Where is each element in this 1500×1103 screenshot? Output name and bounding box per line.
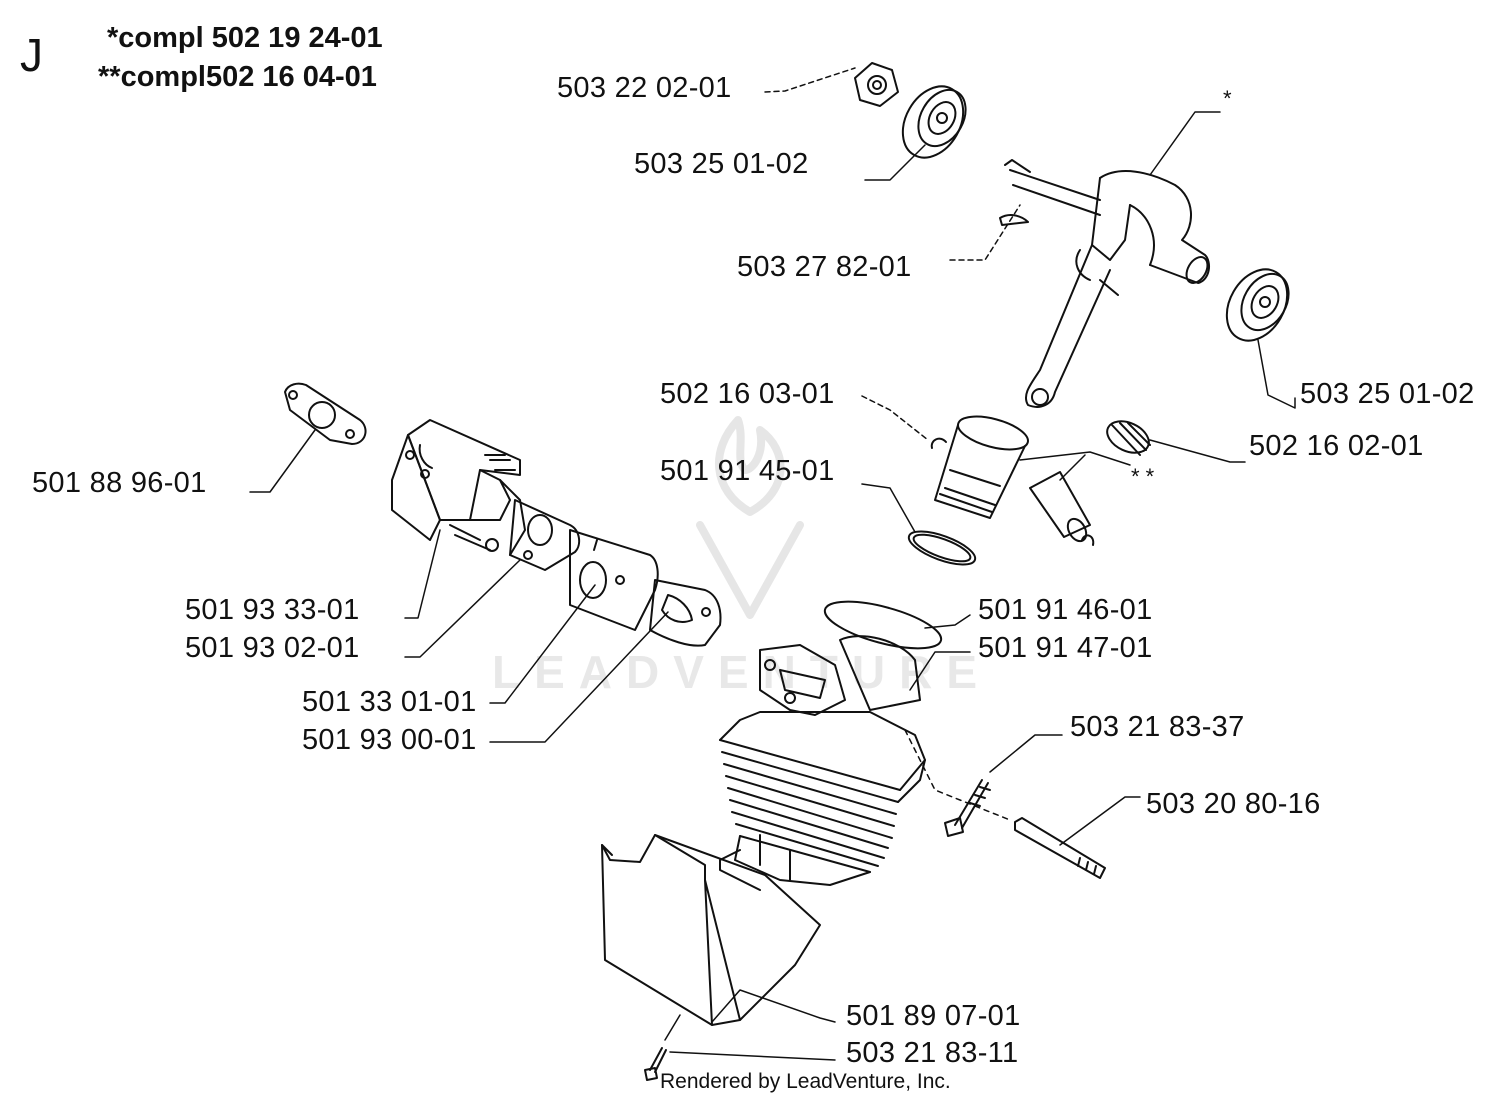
leader-lines xyxy=(249,67,1296,1061)
piston-kit-star-marker: * * xyxy=(1131,464,1155,489)
cylinder-gasket-icon xyxy=(823,600,943,650)
part-label[interactable]: 503 25 01-02 xyxy=(634,148,809,180)
part-label[interactable]: 503 21 83-11 xyxy=(846,1037,1019,1069)
part-label[interactable]: 503 27 82-01 xyxy=(737,251,912,283)
part-label[interactable]: 501 89 07-01 xyxy=(846,1000,1021,1032)
insulator-plate-icon xyxy=(569,529,659,631)
woodruff-key-icon xyxy=(999,214,1029,226)
part-label[interactable]: 501 88 96-01 xyxy=(32,467,207,499)
piston-icon xyxy=(934,415,1029,519)
carb-gasket-icon xyxy=(509,499,581,571)
bearing-right-icon xyxy=(1225,268,1290,342)
stud-bolt-icon xyxy=(1014,817,1106,879)
crankshaft-star-marker: * xyxy=(1223,86,1232,111)
carburetor-icon xyxy=(391,419,526,556)
part-label[interactable]: 502 16 03-01 xyxy=(660,378,835,410)
circlip-bottom-icon xyxy=(1081,534,1095,546)
cylinder-cover-icon xyxy=(601,834,821,1026)
completion-note-2: **compl502 16 04-01 xyxy=(98,61,377,93)
part-label[interactable]: 503 25 01-02 xyxy=(1300,378,1475,410)
footer-credit: Rendered by LeadVenture, Inc. xyxy=(660,1070,951,1093)
cylinder-bolt-icon xyxy=(944,779,991,837)
intake-gasket-2-icon xyxy=(649,579,722,647)
part-label[interactable]: 503 21 83-37 xyxy=(1070,711,1245,743)
cylinder-icon xyxy=(719,635,926,891)
piston-ring-icon xyxy=(907,530,977,566)
completion-note-1: *compl 502 19 24-01 xyxy=(107,22,383,54)
cover-screw-icon xyxy=(644,1047,667,1081)
flange-nut-icon xyxy=(854,62,899,107)
watermark-text: LEADVENTURE xyxy=(492,646,992,698)
part-label[interactable]: 501 93 33-01 xyxy=(185,594,360,626)
piston-pin-icon xyxy=(1029,471,1091,543)
intake-gasket-icon xyxy=(284,382,367,445)
crankshaft-icon xyxy=(1004,159,1211,408)
circlip-top-icon xyxy=(930,437,947,449)
part-label[interactable]: 501 33 01-01 xyxy=(302,686,477,718)
part-label[interactable]: 501 91 46-01 xyxy=(978,594,1153,626)
section-letter: J xyxy=(20,29,43,81)
part-label[interactable]: 503 20 80-16 xyxy=(1146,788,1321,820)
part-label[interactable]: 501 93 00-01 xyxy=(302,724,477,756)
needle-bearing-icon xyxy=(1106,420,1151,456)
bearing-top-icon xyxy=(901,85,967,159)
part-label[interactable]: 503 22 02-01 xyxy=(557,72,732,104)
part-label[interactable]: 501 91 47-01 xyxy=(978,632,1153,664)
part-label[interactable]: 501 91 45-01 xyxy=(660,455,835,487)
part-label[interactable]: 501 93 02-01 xyxy=(185,632,360,664)
watermark-logo xyxy=(696,416,804,619)
part-label[interactable]: 502 16 02-01 xyxy=(1249,430,1424,462)
